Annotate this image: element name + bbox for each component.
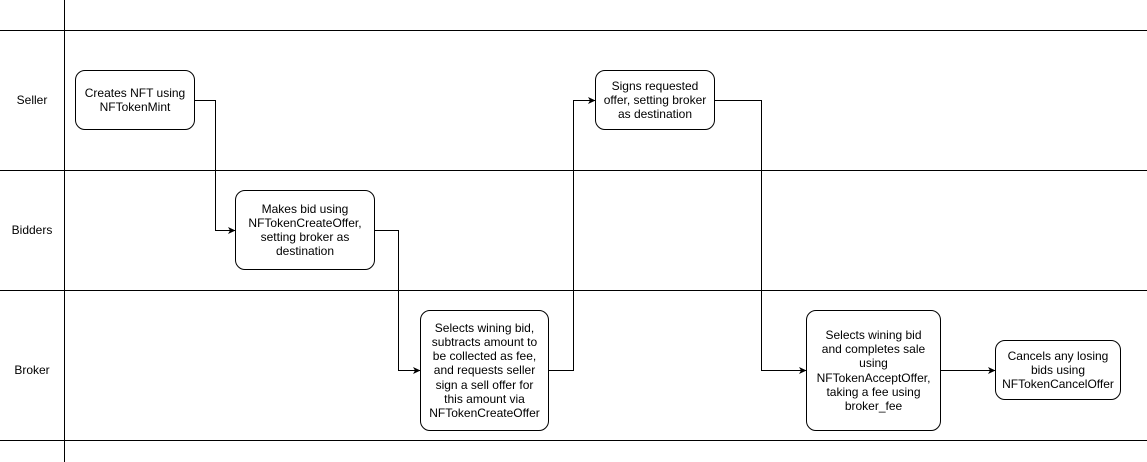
lane-label-bidders: Bidders [11,223,53,237]
edge-make-bid-to-select-bid [375,230,421,374]
node-complete-sale[interactable]: Selects wining bid and completes sale us… [806,310,941,431]
node-select-bid[interactable]: Selects wining bid, subtracts amount to … [420,310,549,431]
lane-label-seller: Seller [16,93,48,107]
node-cancel-bids[interactable]: Cancels any losing bids using NFTokenCan… [995,340,1121,400]
edge-create-nft-to-make-bid [195,100,236,234]
edge-select-bid-to-sign-offer [549,97,596,371]
node-create-nft[interactable]: Creates NFT using NFTokenMint [75,70,195,130]
edge-sign-offer-to-complete-sale [715,100,807,374]
node-make-bid[interactable]: Makes bid using NFTokenCreateOffer, sett… [235,190,375,270]
node-sign-offer[interactable]: Signs requested offer, setting broker as… [595,70,715,130]
lane-label-broker: Broker [14,363,50,377]
